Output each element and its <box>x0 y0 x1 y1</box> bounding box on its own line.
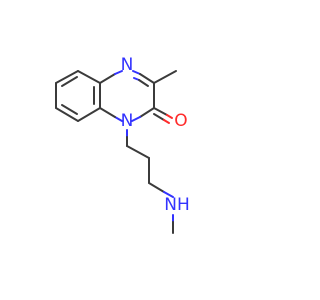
bond-n1-c4a-blue <box>114 116 123 122</box>
atom-label-n1: N <box>121 111 134 131</box>
bond-n4-c8a-blue <box>114 70 123 75</box>
bond-c3-methyl <box>153 70 177 84</box>
bond-chain-3-blue <box>163 191 174 198</box>
bond-c2-carbonyl <box>153 107 168 116</box>
bond-c6-c5 <box>55 107 79 122</box>
pyrazinone-ring <box>99 70 155 122</box>
benzene-ring <box>55 70 101 122</box>
bond-c5-c4a <box>77 107 101 122</box>
bond-chain-3 <box>148 182 165 193</box>
bond-c2-carbonyl-double-red <box>163 119 170 124</box>
bond-n4-c3 <box>139 73 155 84</box>
atom-label-n4: N <box>121 55 134 75</box>
bond-inner-c6-c5 <box>61 104 78 115</box>
atom-label-oxygen: O <box>174 111 187 131</box>
bond-n4-c3-blue <box>132 70 141 75</box>
bond-n4-c3-double <box>138 79 149 87</box>
bond-n1-c4a <box>99 107 116 118</box>
substituents <box>126 70 177 234</box>
bond-c8a-n4 <box>99 73 116 84</box>
bond-inner-c8-c7 <box>61 76 78 87</box>
bond-c2-carbonyl-double <box>153 113 165 121</box>
molecule-structure: N N O NH <box>55 55 190 234</box>
bond-c8-c7 <box>55 70 79 84</box>
bond-c2-n1-blue <box>131 116 141 122</box>
bond-c8a-c8 <box>77 70 101 84</box>
atom-label-nh: NH <box>164 195 190 215</box>
bond-c2-carbonyl-red <box>166 114 173 119</box>
bond-chain-1 <box>126 145 150 159</box>
bond-c2-n1 <box>139 107 155 118</box>
